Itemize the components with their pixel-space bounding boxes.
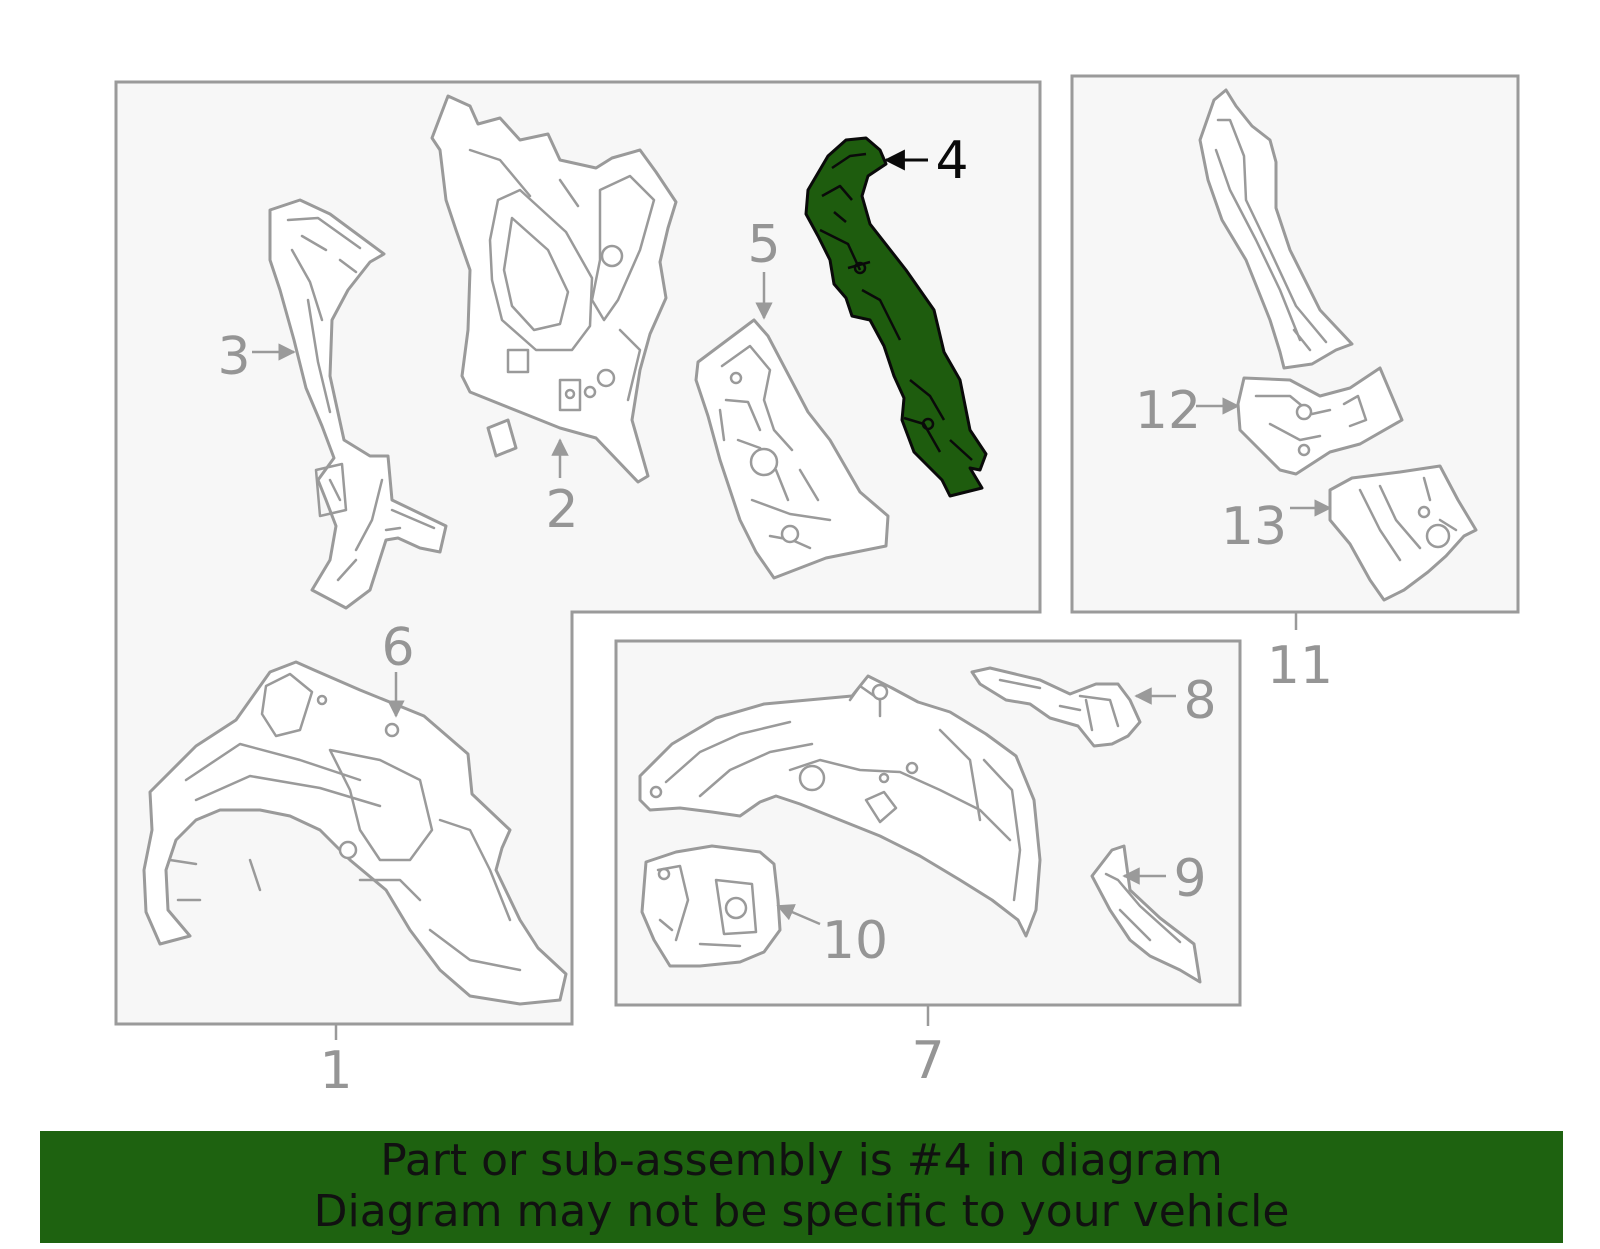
- part-11-pillar: [1198, 88, 1354, 370]
- part-8-bracket: [970, 666, 1142, 748]
- callout-6: 6: [381, 618, 414, 678]
- part-7-wheelhouse-inner: [638, 674, 1042, 938]
- callout-12: 12: [1135, 381, 1201, 441]
- part-12-bracket: [1236, 366, 1404, 476]
- callout-1: 1: [319, 1041, 352, 1101]
- callout-7: 7: [911, 1031, 944, 1091]
- banner-line-disclaimer: Diagram may not be specific to your vehi…: [313, 1186, 1290, 1237]
- part-4-highlighted: [804, 136, 988, 498]
- part-6-wheelhouse-outer: [142, 660, 568, 1006]
- part-3-pillar-reinforcement: [268, 198, 448, 610]
- callout-4[interactable]: 4: [935, 131, 968, 191]
- callout-3: 3: [217, 327, 250, 387]
- banner-line-part: Part or sub-assembly is #4 in diagram: [380, 1135, 1223, 1186]
- callout-10: 10: [822, 911, 888, 971]
- info-banner: Part or sub-assembly is #4 in diagram Di…: [40, 1131, 1563, 1243]
- part-13-bracket: [1328, 464, 1478, 602]
- leader-10: [776, 904, 821, 926]
- part-2-clip: [486, 418, 518, 458]
- callout-9: 9: [1173, 849, 1206, 909]
- callout-13: 13: [1221, 497, 1287, 557]
- callout-11: 11: [1267, 636, 1333, 696]
- part-10-extension: [640, 844, 782, 968]
- part-2-quarter-inner-panel: [430, 94, 678, 484]
- part-5-panel: [694, 318, 890, 580]
- part-9-bracket: [1090, 844, 1202, 984]
- callout-5: 5: [747, 215, 780, 275]
- callout-8: 8: [1183, 671, 1216, 731]
- callout-2: 2: [545, 480, 578, 540]
